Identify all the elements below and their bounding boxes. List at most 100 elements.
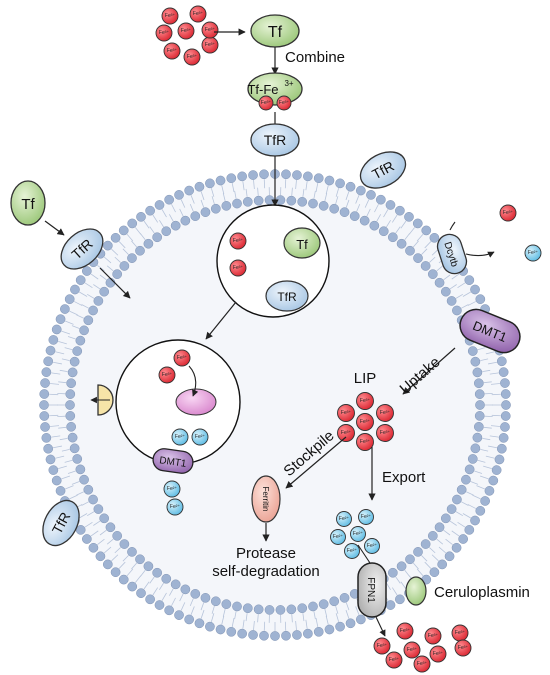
lip-label: LIP xyxy=(354,370,377,387)
svg-text:Fe³⁺: Fe³⁺ xyxy=(233,265,244,271)
tf-fe3-complex: Tf-Fe 3+ xyxy=(247,72,303,106)
svg-text:Fe³⁺: Fe³⁺ xyxy=(389,657,400,663)
cell xyxy=(39,169,511,641)
protease-label: Protease xyxy=(236,545,296,562)
fe3-ion: Fe³⁺ xyxy=(201,36,219,54)
fe3-ion: Fe³⁺ xyxy=(163,42,181,60)
fe3-ion: Fe³⁺ xyxy=(189,5,207,23)
svg-text:Fe²⁺: Fe²⁺ xyxy=(353,531,364,537)
export-fe2-ions: Fe²⁺Fe²⁺Fe²⁺Fe²⁺Fe²⁺Fe²⁺ xyxy=(330,509,380,559)
svg-text:Fe³⁺: Fe³⁺ xyxy=(380,410,391,416)
tfr-label-top: TfR xyxy=(264,132,287,148)
svg-text:Fe²⁺: Fe²⁺ xyxy=(528,250,539,256)
tf-protein-left: Tf xyxy=(10,180,46,226)
arrow-endosome-reduction xyxy=(188,365,199,397)
lip-fe-ion: Fe³⁺ xyxy=(337,424,355,442)
fe3-ion: Fe³⁺ xyxy=(161,7,179,25)
tf-fe3-superscript: 3+ xyxy=(284,79,293,88)
lip-fe-ion: Fe³⁺ xyxy=(376,424,394,442)
svg-text:Fe³⁺: Fe³⁺ xyxy=(377,643,388,649)
fe3-ion: Fe³⁺ xyxy=(276,95,292,111)
svg-text:Fe³⁺: Fe³⁺ xyxy=(205,42,216,48)
ceruloplasmin-protein xyxy=(405,576,427,606)
exported-fe3-cluster: Fe³⁺Fe³⁺Fe³⁺Fe³⁺Fe³⁺Fe³⁺Fe³⁺Fe³⁺Fe³⁺ xyxy=(373,622,472,673)
lip-pool: Fe³⁺ Fe³⁺ Fe³⁺ Fe³⁺ Fe³⁺ Fe³⁺ Fe³⁺ xyxy=(337,392,394,451)
tf-fe3-label: Tf-Fe xyxy=(247,82,278,97)
export-label: Export xyxy=(382,469,426,486)
svg-text:Fe³⁺: Fe³⁺ xyxy=(181,28,192,34)
svg-text:Fe²⁺: Fe²⁺ xyxy=(167,486,178,492)
fe3-ion: Fe³⁺ xyxy=(201,21,219,39)
fe2-ion: Fe²⁺ xyxy=(171,428,189,446)
dmt1-label-endosome: DMT1 xyxy=(159,455,188,470)
tf-label: Tf xyxy=(268,24,283,41)
svg-text:Fe²⁺: Fe²⁺ xyxy=(339,516,350,522)
svg-text:Fe³⁺: Fe³⁺ xyxy=(428,633,439,639)
ferritin-protein: Ferritin xyxy=(251,475,281,523)
lip-fe-ion: Fe³⁺ xyxy=(337,404,355,422)
fe3-ion: Fe³⁺ xyxy=(451,624,469,642)
svg-text:Fe³⁺: Fe³⁺ xyxy=(455,630,466,636)
arrow-uptake xyxy=(402,347,456,395)
svg-text:Fe³⁺: Fe³⁺ xyxy=(159,30,170,36)
svg-text:Fe³⁺: Fe³⁺ xyxy=(167,48,178,54)
fe3-ion: Fe³⁺ xyxy=(403,641,421,659)
dmt1-endosome: DMT1 xyxy=(152,448,194,474)
svg-text:Fe³⁺: Fe³⁺ xyxy=(407,647,418,653)
arrow-tf-to-tfr-left xyxy=(44,220,65,236)
tfr-in-endosome xyxy=(265,280,309,312)
fe3-ion: Fe³⁺ xyxy=(258,95,274,111)
fe2-ion: Fe²⁺ xyxy=(344,543,360,559)
fe3-ion: Fe³⁺ xyxy=(385,651,403,669)
proton-pump xyxy=(90,384,114,416)
cytoplasm xyxy=(45,175,505,635)
svg-text:Fe³⁺: Fe³⁺ xyxy=(360,439,371,445)
ferritin-label: Ferritin xyxy=(261,487,270,512)
tfr-label-endosome: TfR xyxy=(277,290,297,304)
arrow-stockpile xyxy=(285,436,347,489)
fe3-ion: Fe³⁺ xyxy=(229,259,247,277)
endosome-top-ions: Fe³⁺ Fe³⁺ xyxy=(229,232,247,277)
fe3-ion: Fe³⁺ xyxy=(373,637,391,655)
fe3-ion: Fe³⁺ xyxy=(155,24,173,42)
svg-text:Fe³⁺: Fe³⁺ xyxy=(205,27,216,33)
released-fe2-ions: Fe²⁺ Fe²⁺ xyxy=(163,480,184,516)
lip-fe-ion: Fe³⁺ xyxy=(356,413,374,431)
lip-fe-ion: Fe³⁺ xyxy=(356,433,374,451)
lip-fe-ion: Fe³⁺ xyxy=(376,404,394,422)
svg-text:Fe²⁺: Fe²⁺ xyxy=(333,534,344,540)
dcytb-protein: Dcytb xyxy=(436,233,468,275)
tf-in-endosome xyxy=(283,227,321,259)
extracellular-fe3-cluster: Fe³⁺ Fe³⁺ Fe³⁺ Fe³⁺ Fe³⁺ Fe³⁺ Fe³⁺ Fe³⁺ xyxy=(155,5,219,66)
svg-text:Fe³⁺: Fe³⁺ xyxy=(360,419,371,425)
svg-text:Fe³⁺: Fe³⁺ xyxy=(165,13,176,19)
svg-text:Fe³⁺: Fe³⁺ xyxy=(360,398,371,404)
combine-label: Combine xyxy=(285,49,345,66)
fe2-ion: Fe²⁺ xyxy=(364,538,380,554)
tfr-top: TfR xyxy=(250,123,300,157)
fe2-ion: Fe²⁺ xyxy=(191,428,209,446)
tfr-membrane-left: TfR xyxy=(60,228,104,270)
fe3-ion: Fe³⁺ xyxy=(499,204,517,222)
fe3-ion: Fe³⁺ xyxy=(429,645,447,663)
arrow-dcytb-reduce xyxy=(465,251,495,258)
lip-fe-ion: Fe³⁺ xyxy=(356,392,374,410)
reductase-enzyme xyxy=(175,388,217,416)
tf-protein-top: Tf xyxy=(250,14,300,48)
svg-text:Fe³⁺: Fe³⁺ xyxy=(261,100,272,106)
fe2-ion: Fe²⁺ xyxy=(336,511,352,527)
fpn1-protein: FPN1 xyxy=(357,562,387,618)
svg-text:Fe³⁺: Fe³⁺ xyxy=(187,54,198,60)
fpn1-label: FPN1 xyxy=(365,577,376,603)
fe3-ion: Fe³⁺ xyxy=(396,622,414,640)
tfr-membrane-bottomleft: TfR xyxy=(42,499,80,547)
fe3-ion: Fe³⁺ xyxy=(173,349,191,367)
fe3-ion: Fe³⁺ xyxy=(158,366,176,384)
complex-fe3-ions: Fe³⁺ Fe³⁺ xyxy=(258,95,292,111)
svg-text:Fe²⁺: Fe²⁺ xyxy=(361,514,372,520)
fe2-ion: Fe²⁺ xyxy=(350,526,366,542)
svg-text:Fe³⁺: Fe³⁺ xyxy=(279,100,290,106)
fe2-ion: Fe²⁺ xyxy=(166,498,184,516)
fe3-ion: Fe³⁺ xyxy=(229,232,247,250)
svg-text:Fe²⁺: Fe²⁺ xyxy=(175,434,186,440)
